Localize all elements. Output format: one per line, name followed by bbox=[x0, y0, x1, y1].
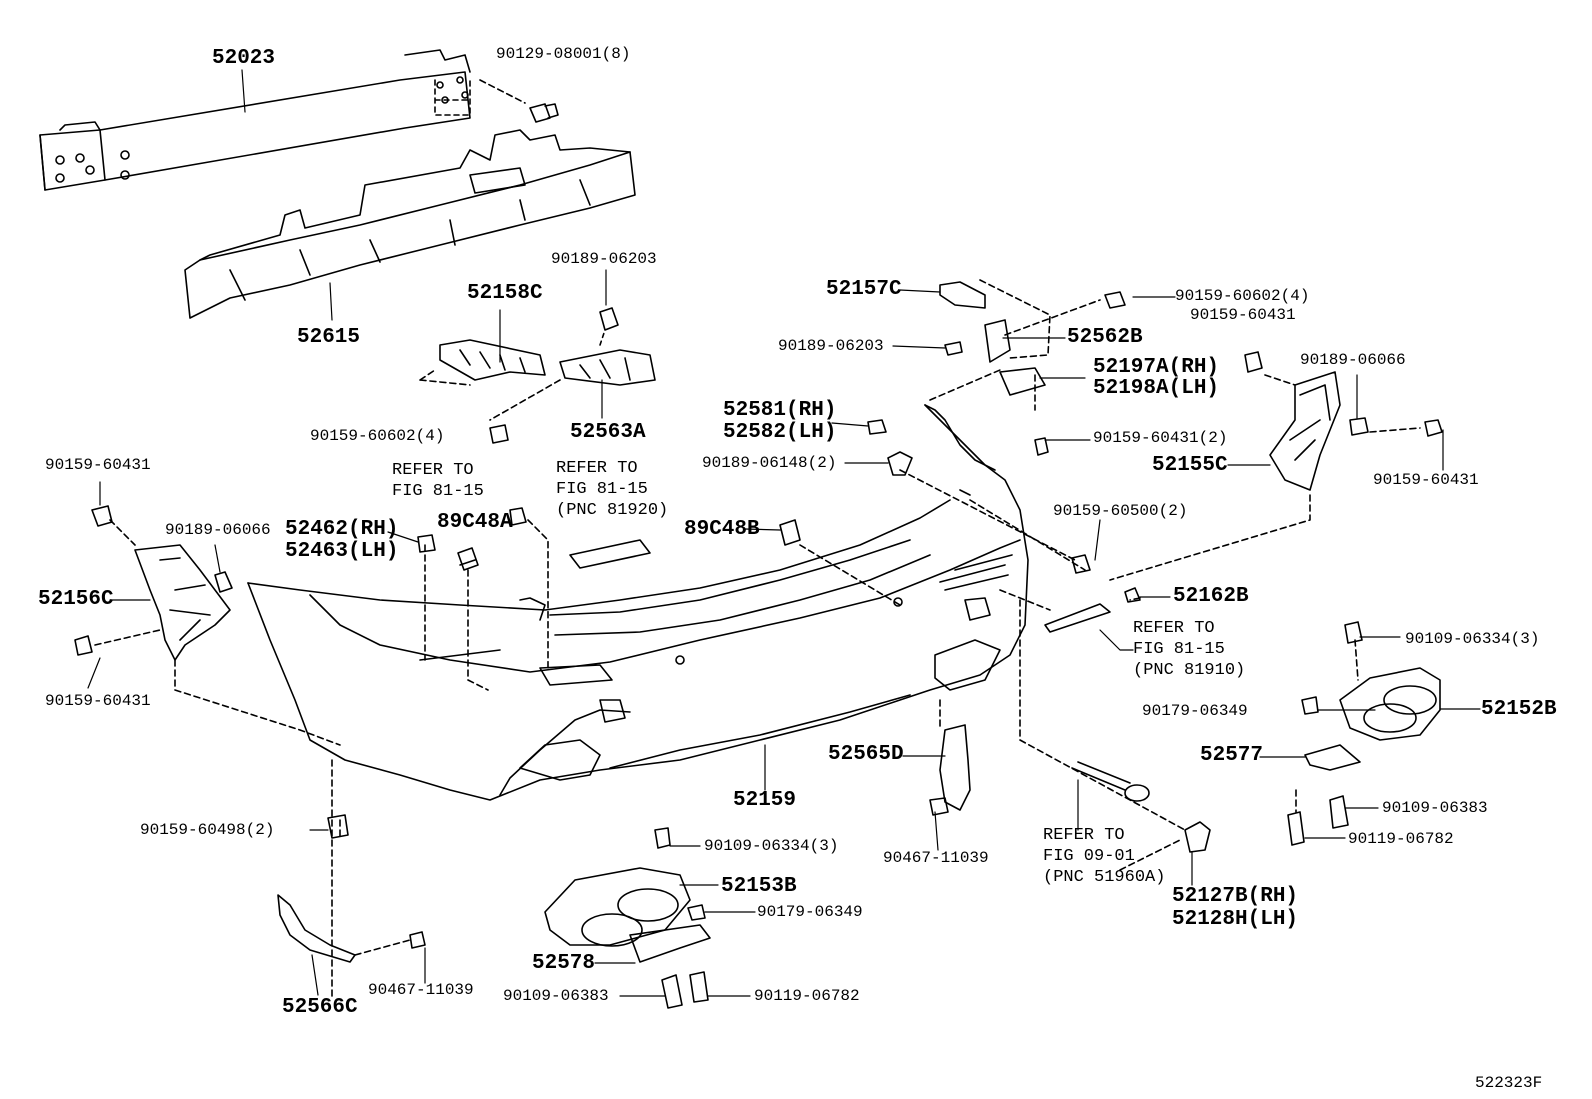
tow-hook-cover-drawing bbox=[1019, 599, 1211, 853]
part-label-52152b: 52152B bbox=[1481, 698, 1557, 721]
refer-fig-09-01-line1: REFER TO bbox=[1043, 826, 1125, 845]
reinforcement-beam-drawing bbox=[39, 49, 526, 191]
refer-fig-09-01-line2: FIG 09-01 bbox=[1043, 847, 1135, 866]
refer-fig-81-15-b-line3: (PNC 81920) bbox=[556, 501, 669, 520]
part-label-52581: 52581(RH) bbox=[723, 399, 837, 422]
part-label-90159-60602-right: 90159-60602(4) bbox=[1175, 287, 1310, 305]
part-label-52156c: 52156C bbox=[38, 588, 114, 611]
part-label-90159-60431-bottom-left: 90159-60431 bbox=[45, 692, 151, 710]
refer-fig-81-15-c-line3: (PNC 81910) bbox=[1133, 661, 1246, 680]
part-label-90129-08001: 90129-08001(8) bbox=[496, 45, 631, 63]
refer-fig-81-15-c-line1: REFER TO bbox=[1133, 619, 1215, 638]
part-label-90189-06066-right: 90189-06066 bbox=[1300, 351, 1406, 369]
clip-drawings bbox=[417, 419, 1141, 633]
part-label-89c48a: 89C48A bbox=[437, 511, 513, 534]
diagram-id: 522323F bbox=[1475, 1074, 1543, 1092]
bumper-cover-drawing bbox=[247, 404, 1029, 801]
part-label-52577: 52577 bbox=[1200, 744, 1264, 767]
refer-fig-09-01-line3: (PNC 51960A) bbox=[1043, 868, 1166, 887]
mudguard-drawing bbox=[277, 699, 971, 1001]
part-label-52159: 52159 bbox=[733, 789, 797, 812]
part-label-90159-60500: 90159-60500(2) bbox=[1053, 502, 1188, 520]
part-label-52562b: 52562B bbox=[1067, 326, 1143, 349]
part-label-89c48b: 89C48B bbox=[684, 518, 760, 541]
right-side-bracket-drawing bbox=[1109, 351, 1443, 581]
part-label-52127b: 52127B(RH) bbox=[1172, 885, 1299, 908]
part-label-90109-06383-left: 90109-06383 bbox=[503, 987, 609, 1005]
exhaust-tip-drawing bbox=[544, 621, 1441, 1009]
refer-fig-81-15-c-line2: FIG 81-15 bbox=[1133, 640, 1225, 659]
side-bracket-drawing bbox=[939, 279, 1126, 396]
part-label-52565d: 52565D bbox=[828, 743, 904, 766]
part-label-90189-06203-top: 90189-06203 bbox=[551, 250, 657, 268]
part-label-90109-06334-left: 90109-06334(3) bbox=[704, 837, 839, 855]
part-label-90189-06066-left: 90189-06066 bbox=[165, 521, 271, 539]
part-label-52155c: 52155C bbox=[1152, 454, 1228, 477]
bolt-drawing bbox=[529, 103, 559, 123]
part-label-90119-06782-left: 90119-06782 bbox=[754, 987, 860, 1005]
part-label-52023: 52023 bbox=[212, 47, 276, 70]
part-label-90159-60431-c: 90159-60431 bbox=[1373, 471, 1479, 489]
part-label-90467-11039-right: 90467-11039 bbox=[883, 849, 989, 867]
part-label-52162b: 52162B bbox=[1173, 585, 1249, 608]
reference-lines bbox=[424, 369, 1181, 871]
part-label-52128h: 52128H(LH) bbox=[1172, 908, 1299, 931]
part-label-90159-60498: 90159-60498(2) bbox=[140, 821, 275, 839]
part-label-52463: 52463(LH) bbox=[285, 540, 399, 563]
refer-fig-81-15-a-line1: REFER TO bbox=[392, 461, 474, 480]
part-label-90467-11039-left: 90467-11039 bbox=[368, 981, 474, 999]
part-label-90119-06782-right: 90119-06782 bbox=[1348, 830, 1454, 848]
retainer-drawing bbox=[419, 307, 656, 444]
part-label-90159-60431-top-left: 90159-60431 bbox=[45, 456, 151, 474]
leader-lines bbox=[87, 69, 1481, 997]
part-label-90179-06349-right: 90179-06349 bbox=[1142, 702, 1248, 720]
part-label-52157c: 52157C bbox=[826, 278, 902, 301]
part-label-90179-06349-left: 90179-06349 bbox=[757, 903, 863, 921]
part-label-52197a: 52197A(RH) bbox=[1093, 356, 1220, 379]
refer-fig-81-15-b-line1: REFER TO bbox=[556, 459, 638, 478]
part-label-52158c: 52158C bbox=[467, 282, 543, 305]
part-label-90159-60431-2: 90159-60431(2) bbox=[1093, 429, 1228, 447]
part-label-52198a: 52198A(LH) bbox=[1093, 377, 1220, 400]
part-label-52563a: 52563A bbox=[570, 421, 646, 444]
part-label-52566c: 52566C bbox=[282, 996, 358, 1019]
part-label-52153b: 52153B bbox=[721, 875, 797, 898]
part-label-90159-60431-a: 90159-60431 bbox=[1190, 306, 1296, 324]
part-label-52462: 52462(RH) bbox=[285, 518, 399, 541]
part-label-52578: 52578 bbox=[532, 952, 596, 975]
part-label-52582: 52582(LH) bbox=[723, 421, 837, 444]
part-label-90109-06383-right: 90109-06383 bbox=[1382, 799, 1488, 817]
part-label-90109-06334-right: 90109-06334(3) bbox=[1405, 630, 1540, 648]
refer-fig-81-15-a-line2: FIG 81-15 bbox=[392, 482, 484, 501]
part-label-90159-60602-left: 90159-60602(4) bbox=[310, 427, 445, 445]
energy-absorber-drawing bbox=[184, 129, 636, 319]
part-label-90189-06203-mid: 90189-06203 bbox=[778, 337, 884, 355]
part-label-90189-06148: 90189-06148(2) bbox=[702, 454, 837, 472]
left-side-bracket-drawing bbox=[74, 505, 341, 746]
part-label-52615: 52615 bbox=[297, 326, 361, 349]
refer-fig-81-15-b-line2: FIG 81-15 bbox=[556, 480, 648, 499]
